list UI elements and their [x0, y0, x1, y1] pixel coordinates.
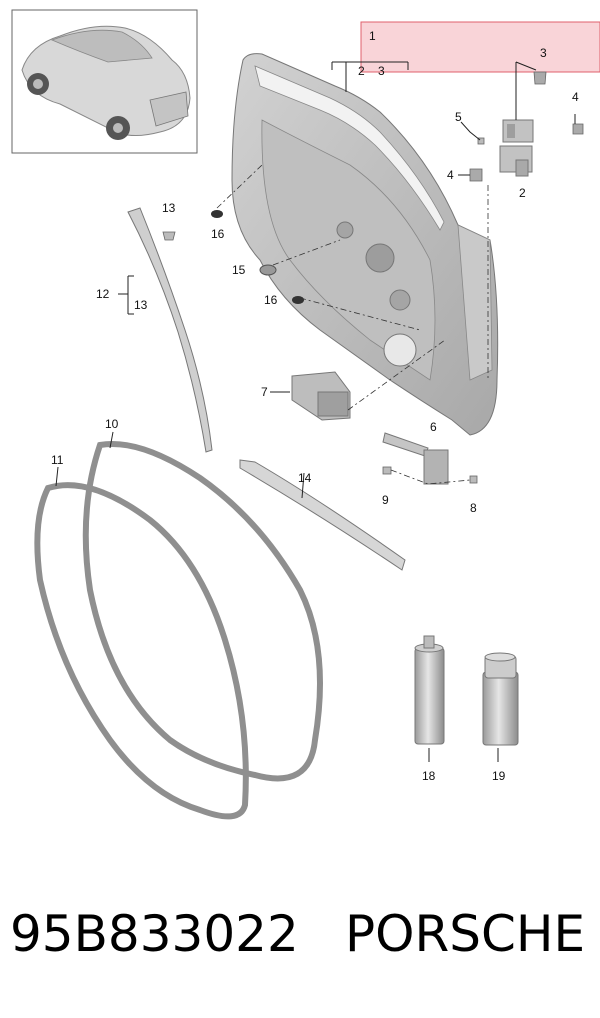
callout-16-top: 16 [211, 227, 225, 241]
bolt-icon [382, 466, 392, 475]
callout-15: 15 [232, 263, 246, 277]
callout-14: 14 [298, 471, 312, 485]
door-shell [231, 53, 499, 436]
callout-12: 12 [96, 287, 110, 301]
callout-labels: 1 2 3 3 4 5 4 2 13 16 15 16 12 13 7 6 9 … [51, 29, 579, 783]
callout-3-top: 3 [378, 64, 385, 78]
callout-13: 13 [134, 298, 148, 312]
callout-2: 2 [519, 186, 526, 200]
spray-can-19 [482, 652, 519, 746]
callout-19: 19 [492, 769, 506, 783]
callout-1: 1 [369, 29, 376, 43]
plug-icon [292, 296, 304, 304]
plug-icon [211, 210, 223, 218]
bolt-icon [469, 475, 478, 484]
callout-7: 7 [261, 385, 268, 399]
window-strip [239, 459, 406, 571]
vehicle-thumbnail [11, 9, 198, 154]
dash-lines [216, 164, 489, 485]
callout-11: 11 [51, 453, 64, 467]
callout-16-mid: 16 [264, 293, 278, 307]
callout-9: 9 [382, 493, 389, 507]
washer-icon [259, 264, 277, 276]
bolt-icon [469, 168, 483, 182]
part-number: 95B833022 [10, 905, 299, 963]
callout-4-mid: 4 [447, 168, 454, 182]
callout-3: 3 [540, 46, 547, 60]
footer-caption: 95B833022 PORSCHE [10, 905, 600, 975]
bolt-icon [572, 123, 584, 135]
callout-18: 18 [422, 769, 436, 783]
door-lock [291, 371, 351, 421]
window-guide-seal [127, 207, 213, 453]
callout-2-top: 2 [358, 64, 365, 78]
brand-name: PORSCHE [345, 905, 586, 963]
hinge-lower [499, 145, 533, 177]
pin-icon [477, 137, 485, 145]
spray-can-18 [414, 635, 445, 745]
callout-5: 5 [455, 110, 462, 124]
bolt-icon [533, 71, 547, 85]
door-seal-11 [34, 482, 249, 820]
clip-icon [162, 231, 176, 241]
callout-13-top: 13 [162, 201, 176, 215]
callout-4-top: 4 [572, 90, 579, 104]
leader-lines [55, 61, 576, 762]
callout-8: 8 [470, 501, 477, 515]
callout-6: 6 [430, 420, 437, 434]
door-check [382, 432, 449, 485]
door-seal-10 [82, 441, 323, 782]
highlight-box [360, 21, 600, 73]
hinge-upper [502, 119, 534, 143]
callout-10: 10 [105, 417, 119, 431]
